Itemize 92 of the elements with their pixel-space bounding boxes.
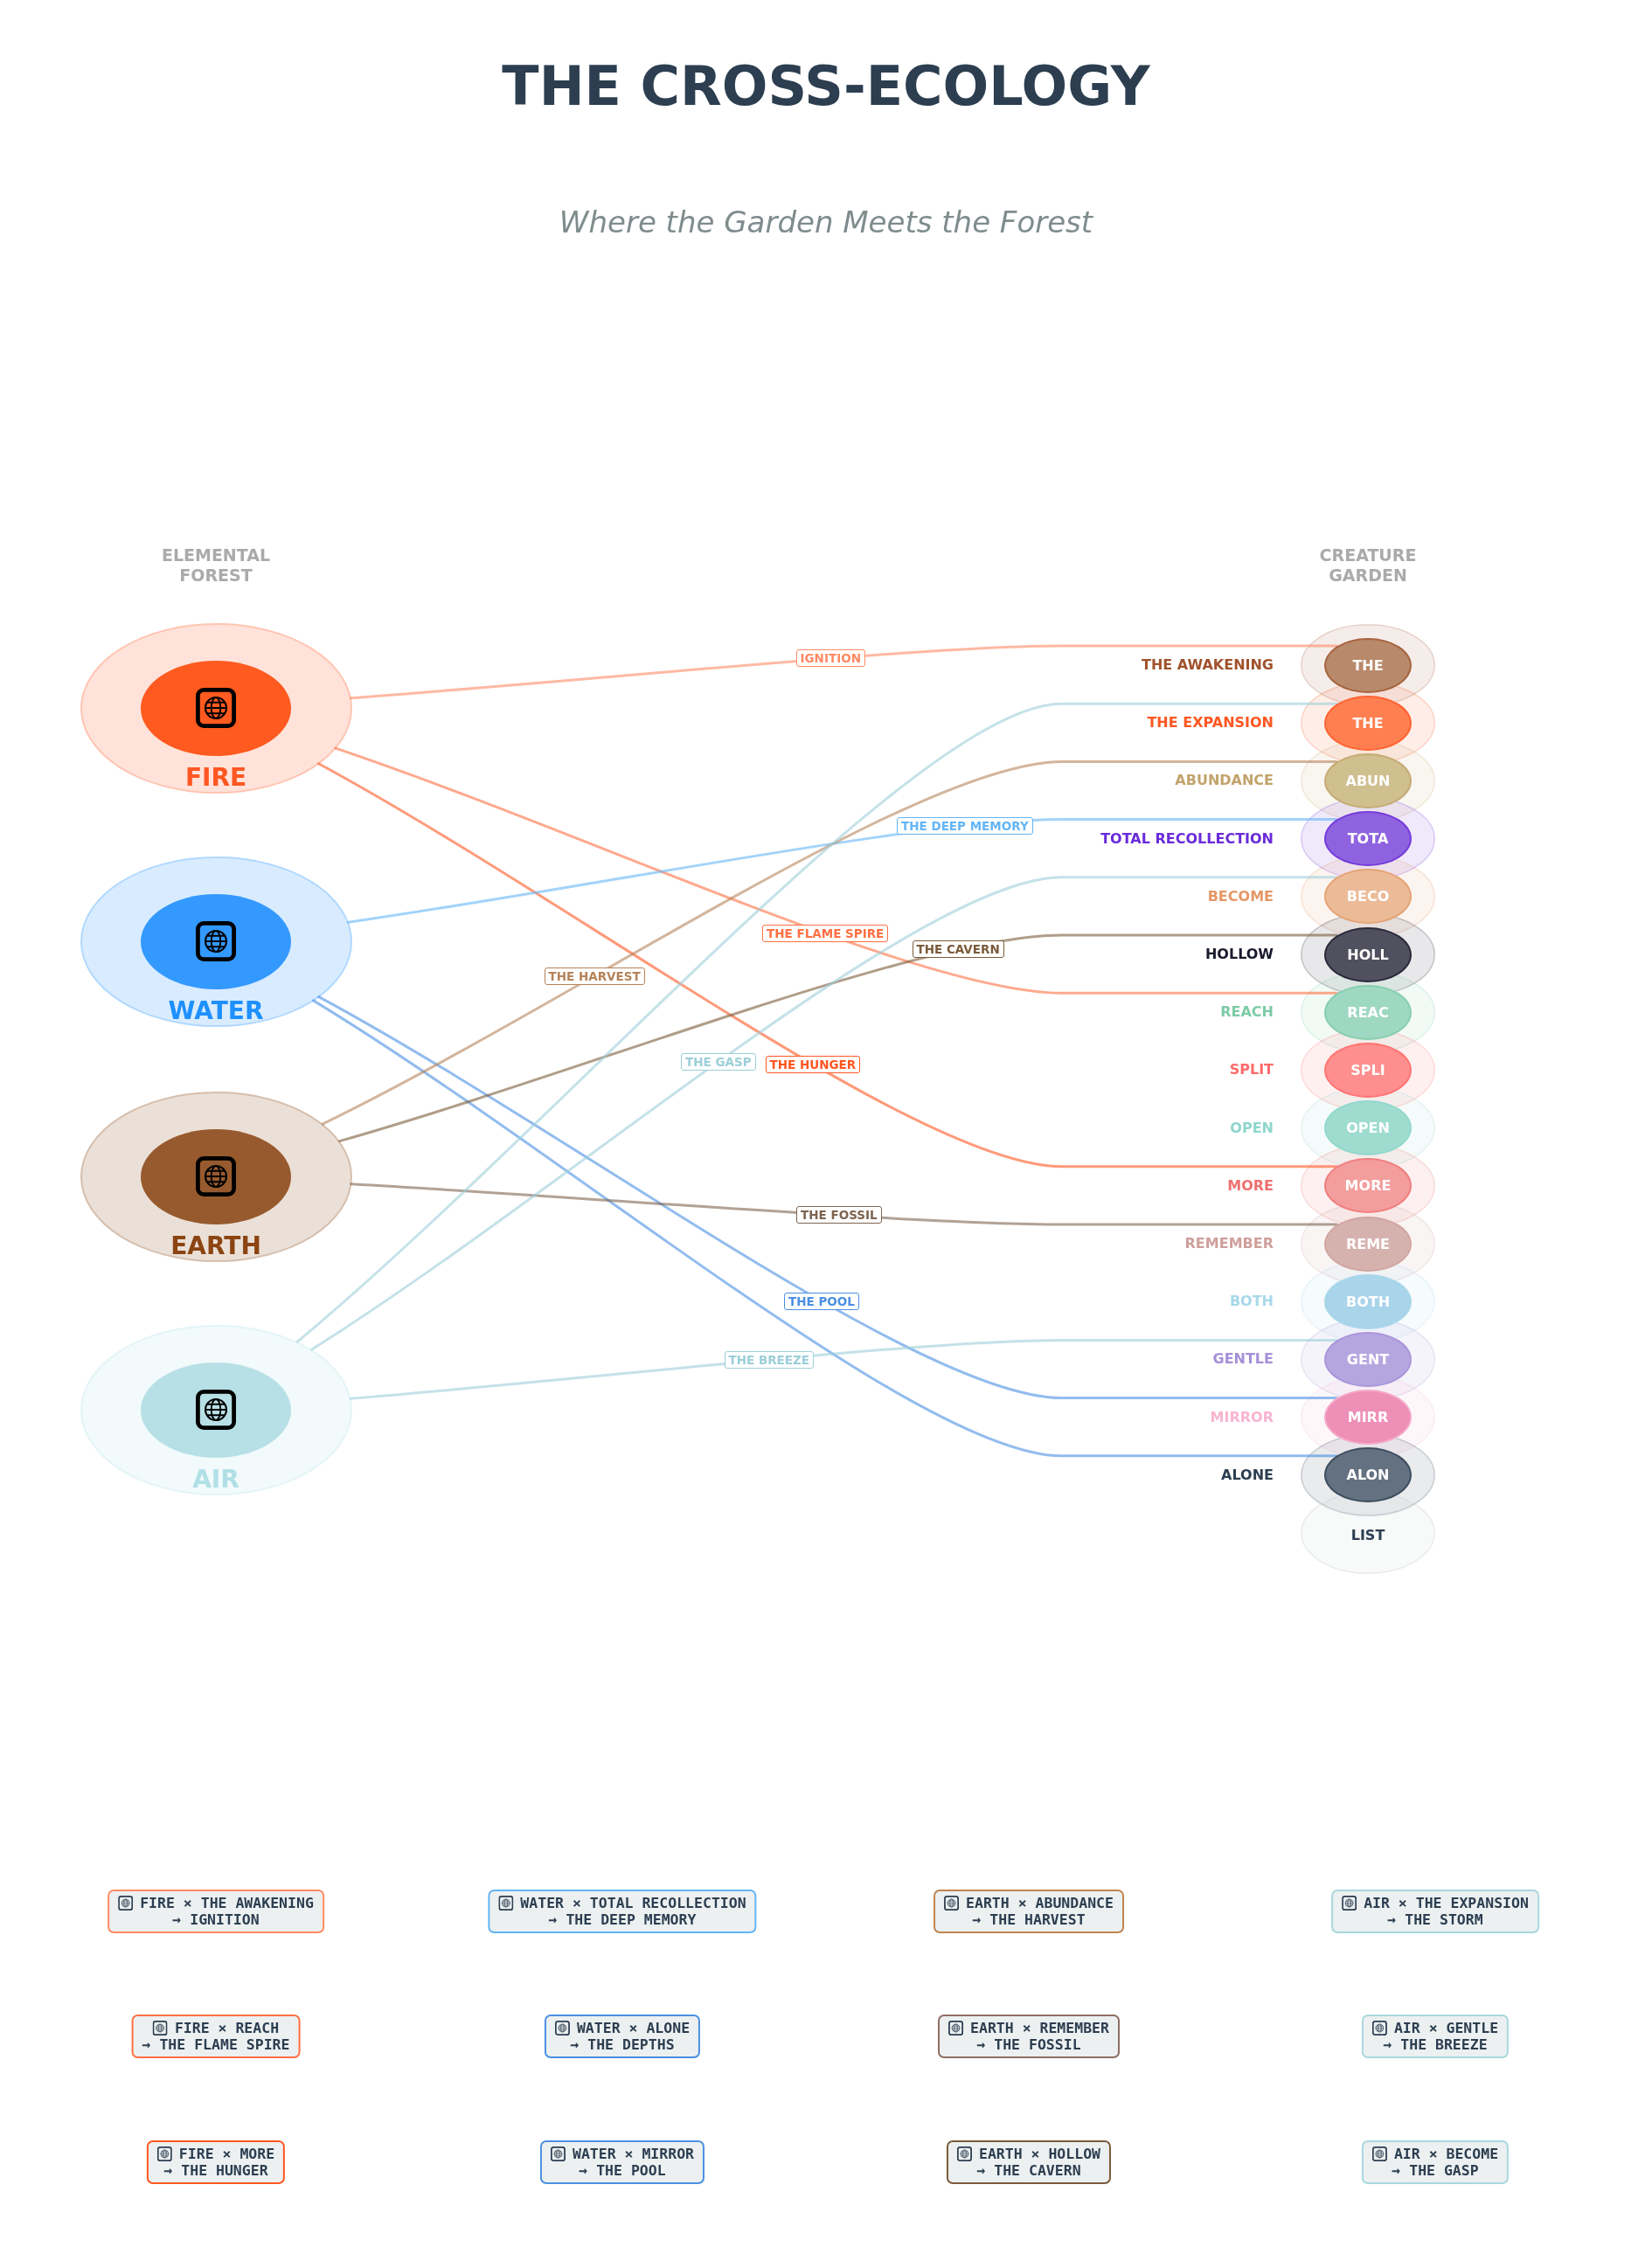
creature-token: BOTH	[1324, 1273, 1412, 1329]
edge-label: IGNITION	[795, 649, 865, 668]
recipe-card	[108, 1890, 324, 1933]
recipe-text: AIR × THE EXPANSION	[1364, 1895, 1529, 1911]
result-text: → THE FLAME SPIRE	[142, 2036, 290, 2053]
recipe-text: AIR × GENTLE	[1393, 2020, 1499, 2036]
creature-token: GENT	[1324, 1331, 1412, 1387]
creature-name: GENTLE	[1212, 1350, 1274, 1369]
result-text: → THE HUNGER	[163, 2162, 268, 2179]
result-text: → THE POOL	[579, 2162, 666, 2179]
result-text: → THE HARVEST	[972, 1911, 1086, 1928]
column-heading: ELEMENTAL FOREST	[160, 545, 272, 586]
edge-label: THE BREEZE	[724, 1350, 815, 1369]
creature-name: BECOME	[1207, 887, 1274, 905]
result-text: → THE DEPTHS	[570, 2036, 675, 2053]
connector-line	[349, 1338, 1338, 1400]
result-text: → THE BREEZE	[1383, 2036, 1488, 2053]
connector-line	[334, 746, 1338, 995]
recipe-text: FIRE × MORE	[178, 2146, 275, 2162]
edge-label: THE HARVEST	[544, 967, 645, 985]
recipe-card	[1361, 2140, 1510, 2184]
recipe-text: WATER × TOTAL RECOLLECTION	[520, 1895, 746, 1911]
creature-token: HOLL	[1324, 926, 1412, 982]
recipe-card	[146, 2140, 286, 2184]
creature-name: REMEMBER	[1184, 1235, 1274, 1252]
creature-name: MIRROR	[1210, 1408, 1274, 1426]
subtitle: Where the Garden Meets the Forest	[559, 205, 1093, 240]
edge-label: THE FLAME SPIRE	[762, 925, 889, 943]
recipe-text: EARTH × REMEMBER	[970, 2020, 1109, 2036]
recipe-text: WATER × ALONE	[576, 2020, 691, 2036]
edge-label: THE CAVERN	[912, 940, 1004, 959]
creature-name: THE AWAKENING	[1142, 656, 1274, 674]
creature-name: ALONE	[1221, 1466, 1274, 1484]
recipe-card	[1331, 1890, 1539, 1933]
recipe-card	[938, 2015, 1120, 2058]
creature-name: REACH	[1220, 1003, 1274, 1022]
creature-name: SPLIT	[1229, 1061, 1274, 1079]
connector-line	[338, 933, 1338, 1143]
creature-token: BECO	[1324, 869, 1412, 925]
edge-label: THE POOL	[784, 1292, 859, 1310]
creature-token: THE	[1324, 695, 1412, 751]
recipe-text: AIR × BECOME	[1393, 2146, 1499, 2162]
recipe-card	[946, 2140, 1112, 2184]
creature-token: THE	[1324, 637, 1412, 693]
recipe-text: FIRE × THE AWAKENING	[140, 1895, 314, 1911]
creature-name: THE EXPANSION	[1147, 714, 1274, 732]
creature-name: HOLLOW	[1204, 946, 1274, 963]
result-text: → THE DEEP MEMORY	[548, 1911, 697, 1928]
element-name: WATER	[168, 995, 264, 1026]
connector-line	[310, 876, 1338, 1351]
recipe-card	[539, 2140, 705, 2184]
creature-token: TOTA	[1324, 811, 1412, 867]
recipe-text: EARTH × ABUNDANCE	[966, 1895, 1114, 1911]
edge-label: THE DEEP MEMORY	[897, 817, 1033, 835]
result-text: → THE FOSSIL	[976, 2036, 1081, 2053]
recipe-text: WATER × MIRROR	[572, 2146, 695, 2162]
connector-line	[347, 818, 1338, 924]
creature-name: TOTAL RECOLLECTION	[1100, 829, 1274, 848]
diagram-title: THE CROSS-ECOLOGY	[502, 54, 1150, 120]
edge-label: THE HUNGER	[765, 1055, 861, 1073]
creature-token: REAC	[1324, 984, 1412, 1040]
node-label: LIST	[1350, 1527, 1385, 1544]
creature-name: OPEN	[1230, 1119, 1274, 1137]
result-text: → THE GASP	[1392, 2162, 1479, 2179]
creature-token: MORE	[1324, 1158, 1412, 1214]
creature-name: ABUNDANCE	[1175, 772, 1274, 790]
recipe-text: FIRE × REACH	[174, 2020, 280, 2036]
recipe-card	[488, 1890, 757, 1933]
element-name: AIR	[192, 1464, 239, 1495]
creature-name: BOTH	[1229, 1293, 1274, 1311]
recipe-card	[1361, 2015, 1510, 2058]
creature-token: ALON	[1324, 1447, 1412, 1503]
edge-label: THE FOSSIL	[796, 1206, 882, 1224]
element-name: EARTH	[170, 1231, 261, 1261]
element-name: FIRE	[184, 762, 247, 793]
recipe-card	[544, 2015, 701, 2058]
creature-token: MIRR	[1324, 1390, 1412, 1446]
creature-token: OPEN	[1324, 1100, 1412, 1156]
creature-token: REME	[1324, 1216, 1412, 1272]
edge-label: THE GASP	[681, 1052, 756, 1071]
connector-line	[349, 644, 1338, 700]
creature-name: MORE	[1227, 1176, 1274, 1195]
creature-token: ABUN	[1324, 752, 1412, 808]
column-heading: CREATURE GARDEN	[1318, 545, 1418, 586]
connector-line	[350, 1182, 1338, 1226]
result-text: → THE CAVERN	[976, 2162, 1081, 2179]
recipe-card	[934, 1890, 1124, 1933]
result-text: → THE STORM	[1387, 1911, 1483, 1928]
creature-token: SPLI	[1324, 1042, 1412, 1098]
recipe-card	[131, 2015, 301, 2058]
recipe-text: EARTH × HOLLOW	[978, 2146, 1101, 2162]
result-text: → IGNITION	[172, 1911, 260, 1928]
